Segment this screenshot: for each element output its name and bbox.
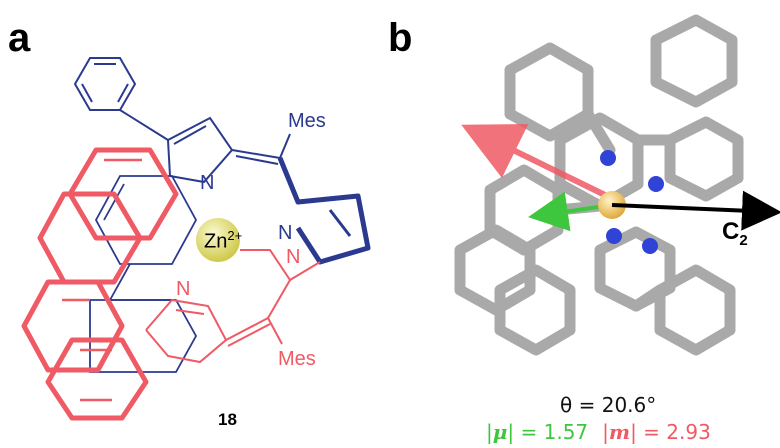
m-symbol: m (608, 420, 631, 444)
zinc-charge: 2+ (227, 228, 243, 243)
blue-lower-rings (89, 175, 198, 373)
blue-phenyl-ring (73, 57, 137, 111)
nitrogen-label-right: N (278, 222, 293, 244)
m-value: 2.93 (666, 420, 711, 444)
c2-axis-letter: C (722, 218, 740, 245)
mes-label-top: Mes (288, 110, 326, 132)
molecular-model (454, 14, 780, 356)
nitrogen-label-top: N (200, 172, 215, 194)
blue-pyrrole-ring (119, 109, 291, 184)
mes-label-bottom: Mes (278, 348, 316, 370)
mu-readout: |μ| = 1.57 (486, 420, 589, 444)
theta-value: 20.6° (601, 393, 657, 417)
nitrogen-label-red-left: N (176, 278, 191, 300)
moments-readout: |μ| = 1.57 |m| = 2.93 (486, 420, 711, 444)
mu-value: 1.57 (543, 420, 589, 444)
red-inner-bonds (62, 158, 142, 402)
mu-symbol: μ (492, 420, 508, 444)
zinc-ion-sphere (196, 218, 240, 262)
panel-label-b: b (388, 16, 413, 60)
zinc-label: Zn2+ (204, 228, 242, 254)
c2-axis-label: C2 (722, 218, 748, 249)
red-helicene-rings (21, 147, 179, 421)
m-vector-arrow (461, 124, 607, 198)
compound-number: 18 (218, 410, 237, 429)
carbon-framework (454, 14, 744, 356)
structure-drawing (21, 57, 371, 421)
m-readout: |m| = 2.93 (602, 420, 711, 444)
c2-axis-arrow (611, 190, 780, 231)
panel-label-a: a (8, 16, 31, 60)
theta-readout: θ = 20.6° (560, 393, 656, 417)
theta-prefix: θ = (560, 393, 602, 417)
zinc-symbol: Zn (204, 230, 228, 253)
red-pyrrole-ring (145, 249, 321, 364)
c2-axis-subscript: 2 (739, 231, 748, 249)
nitrogen-atoms (600, 150, 664, 254)
nitrogen-label-red-right: N (286, 246, 301, 268)
blue-bold-pyrrole (277, 157, 371, 265)
